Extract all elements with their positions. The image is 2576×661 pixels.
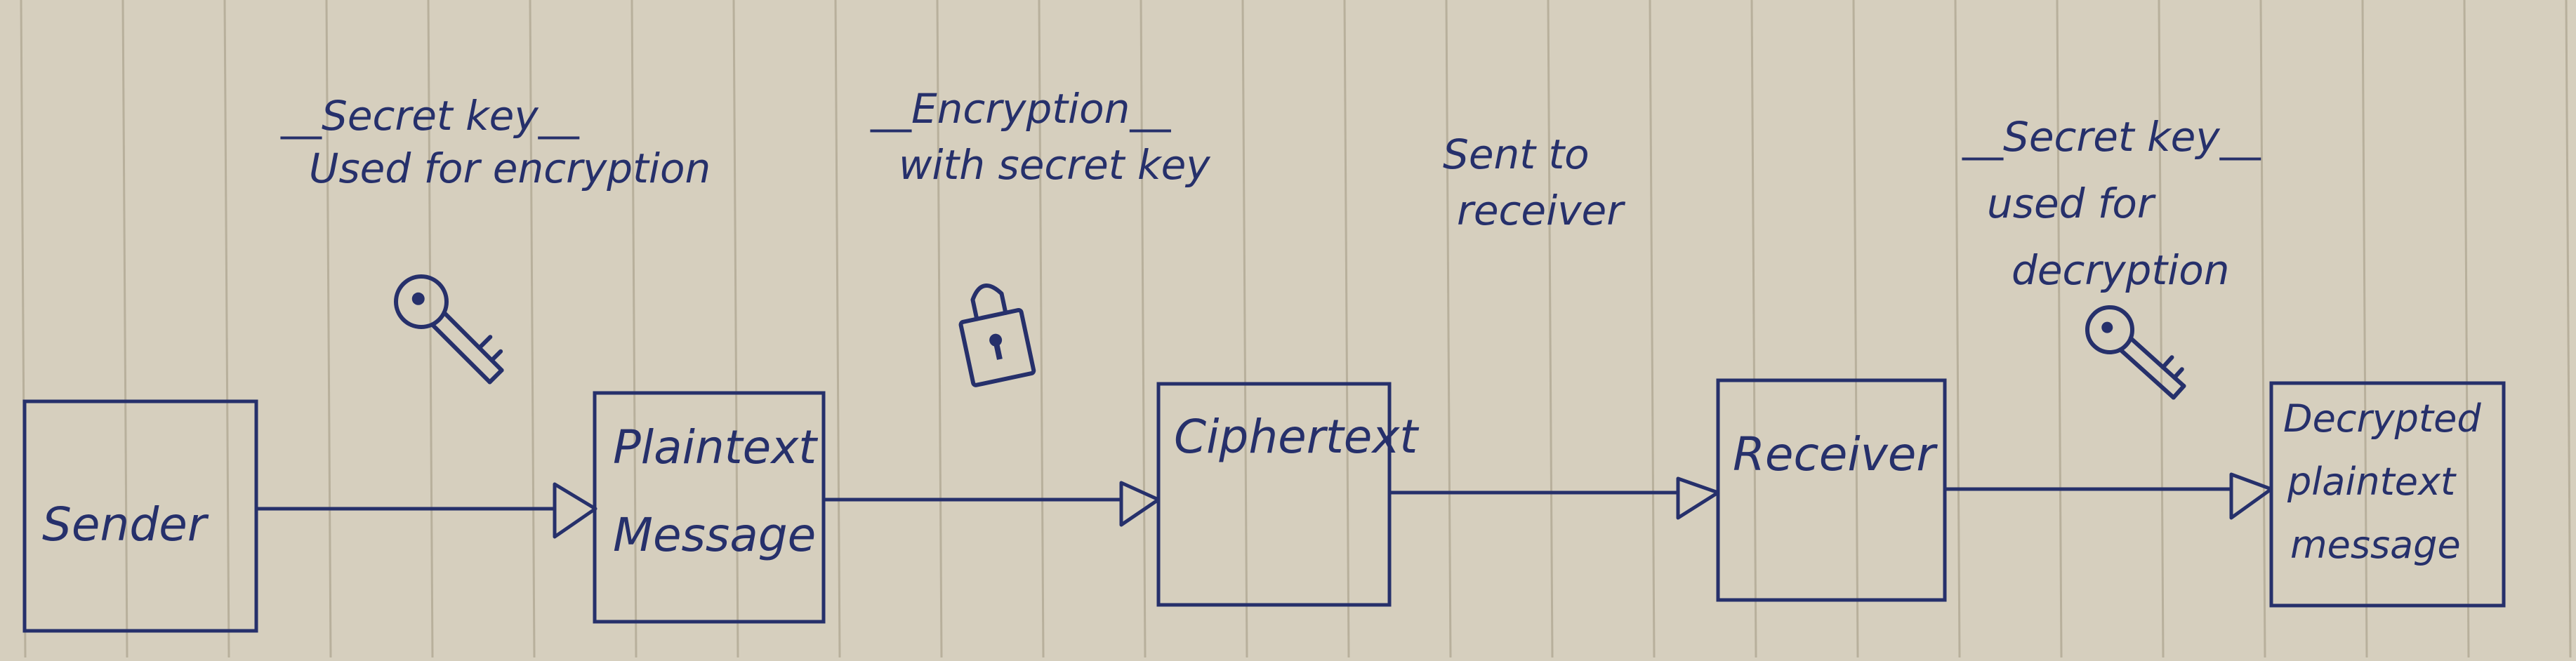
decrypted-label-line3: message <box>2290 523 2461 567</box>
annotation-secret-key-encrypt-line2: Used for encryption <box>309 145 711 192</box>
ruled-line <box>1852 0 1859 658</box>
sender-box <box>22 399 258 633</box>
annotation-secret-key-decrypt-line3: decryption <box>2012 246 2229 294</box>
decrypted-label-line1: Decrypted <box>2283 396 2481 441</box>
annotation-encryption-line1: __Encryption__ <box>870 85 1171 133</box>
sender-label: Sender <box>42 498 209 552</box>
ruled-line <box>1750 0 1757 658</box>
ruled-line <box>936 0 943 658</box>
ruled-line <box>2463 0 2470 658</box>
plaintext-label-line2: Message <box>613 508 816 562</box>
annotation-sent-line1: Sent to <box>1443 131 1590 178</box>
annotation-secret-key-decrypt-line1: __Secret key__ <box>1962 113 2261 161</box>
arrow-receiver-to-decrypted <box>1945 472 2273 520</box>
annotation-secret-key-encrypt-line1: __Secret key__ <box>280 92 580 140</box>
ruled-line <box>1954 0 1961 658</box>
ruled-line <box>121 0 128 658</box>
ruled-line <box>834 0 841 658</box>
decrypted-label-line2: plaintext <box>2287 460 2457 504</box>
ruled-lines <box>20 0 2572 658</box>
receiver-label: Receiver <box>1733 427 1938 481</box>
ruled-line <box>325 0 332 658</box>
ruled-line <box>2056 0 2063 658</box>
ruled-line <box>223 0 230 658</box>
ruled-line <box>2158 0 2165 658</box>
arrow-plaintext-to-ciphertext <box>824 481 1161 527</box>
ruled-line <box>2565 0 2572 658</box>
arrow-ciphertext-to-receiver <box>1389 476 1720 520</box>
decrypted-box <box>2269 381 2506 608</box>
lock-icon <box>958 283 1036 387</box>
ruled-line <box>1343 0 1350 658</box>
arrow-sender-to-plaintext <box>256 482 597 539</box>
ruled-line <box>427 0 434 658</box>
annotation-encryption-line2: with secret key <box>899 141 1210 189</box>
ruled-line <box>1140 0 1147 658</box>
ruled-line <box>529 0 536 658</box>
ruled-line <box>1649 0 1656 658</box>
key-icon <box>2085 305 2186 400</box>
annotation-secret-key-decrypt-line2: used for <box>1987 180 2156 227</box>
ruled-line <box>630 0 638 658</box>
ruled-line <box>1241 0 1248 658</box>
key-icon <box>394 274 504 385</box>
ruled-line <box>1445 0 1452 658</box>
ruled-line <box>732 0 739 658</box>
ruled-line <box>2361 0 2368 658</box>
annotation-sent-line2: receiver <box>1457 187 1625 234</box>
plaintext-label-line1: Plaintext <box>613 420 818 474</box>
ruled-line <box>1038 0 1045 658</box>
ruled-line <box>2259 0 2266 658</box>
ruled-line <box>1547 0 1554 658</box>
ciphertext-label: Ciphertext <box>1174 410 1419 464</box>
